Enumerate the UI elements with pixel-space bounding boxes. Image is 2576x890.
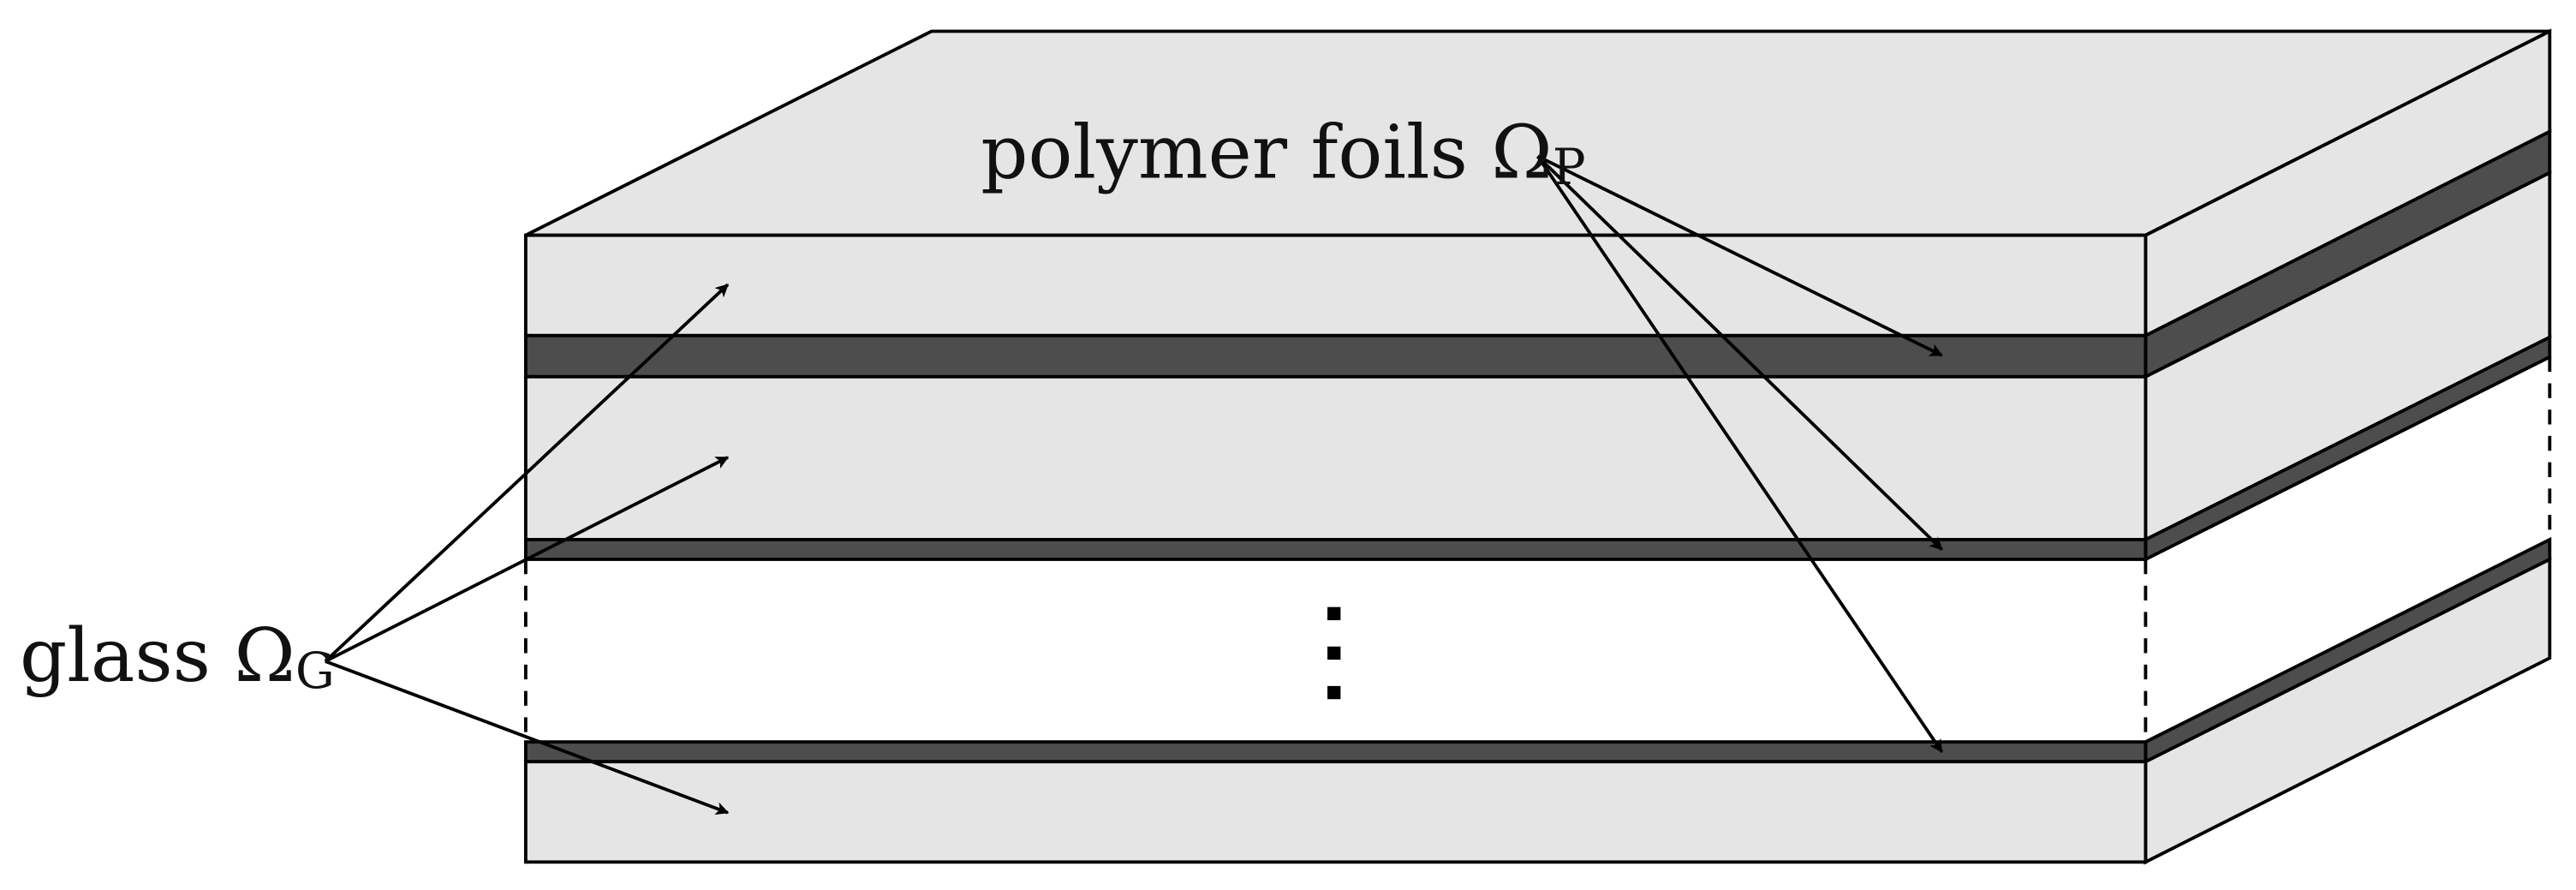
glass-layer-3 — [523, 760, 2148, 864]
glass-label: glass ΩG — [20, 613, 335, 700]
glass-arrow-2 — [324, 456, 730, 663]
polymer-layer-3 — [523, 740, 2148, 764]
glass-layer-2 — [523, 374, 2148, 541]
polymer-arrow-2 — [1536, 155, 1943, 551]
polymer-arrow-3 — [1536, 155, 1944, 753]
front-layers — [523, 233, 2148, 864]
ellipsis-dots — [1327, 606, 1341, 700]
polymer-foils-label: polymer foils ΩP — [981, 110, 1585, 196]
polymer-arrows — [1536, 154, 1944, 753]
glass-layer-1 — [523, 233, 2148, 337]
glass-arrow-1 — [324, 283, 730, 663]
glass-arrow-3 — [325, 660, 730, 815]
polymer-arrow-1 — [1536, 154, 1943, 357]
polymer-layer-1 — [523, 333, 2148, 379]
polymer-layer-2 — [523, 538, 2148, 561]
dashed-edges — [523, 356, 2552, 743]
glass-arrows — [324, 283, 730, 815]
